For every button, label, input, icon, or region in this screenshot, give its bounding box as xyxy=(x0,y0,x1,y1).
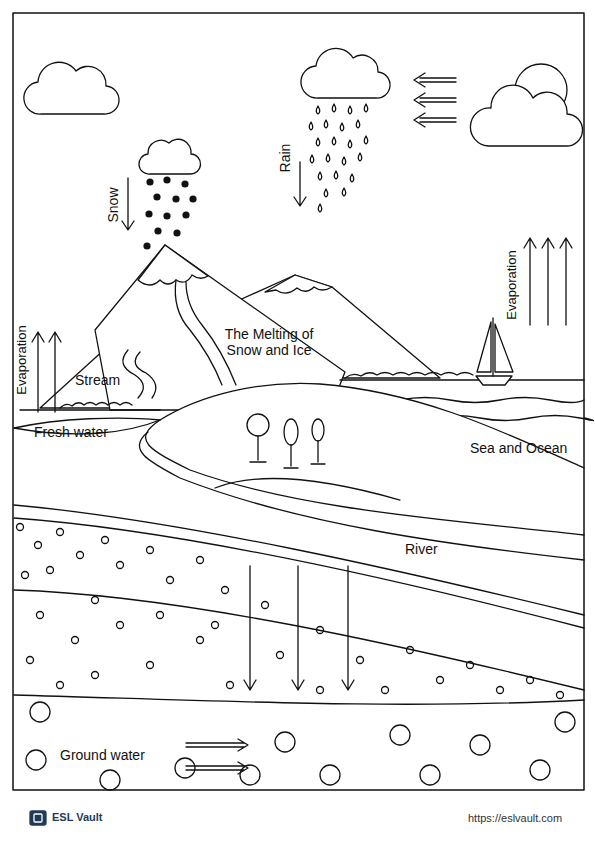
hills-and-river xyxy=(14,383,584,560)
source-url: https://eslvault.com xyxy=(468,812,562,825)
evaporation-label: Evaporation xyxy=(505,250,520,319)
brand-name: ESL Vault xyxy=(52,811,103,824)
sea-ocean-label: Sea and Ocean xyxy=(470,440,567,456)
snow-label: Snow xyxy=(105,187,121,222)
wind-arrows xyxy=(414,73,456,127)
melting-label: The Melting of Snow and Ice xyxy=(210,326,328,358)
snow-arrow xyxy=(122,178,134,230)
sailboat xyxy=(476,318,513,385)
footer-logo xyxy=(30,811,46,825)
frame xyxy=(13,13,584,790)
snow-flakes xyxy=(143,176,196,249)
stream-label: Stream xyxy=(75,372,120,388)
ground-stones xyxy=(26,702,575,790)
rain-label: Rain xyxy=(277,144,293,173)
trees xyxy=(247,414,325,468)
mountains xyxy=(40,245,440,410)
rain-drops xyxy=(309,104,368,212)
river-label: River xyxy=(405,541,438,557)
evaporation-label: Evaporation xyxy=(15,325,30,394)
infiltration-arrows xyxy=(244,566,354,690)
groundwater-arrows xyxy=(186,739,248,774)
fresh-water-label: Fresh water xyxy=(34,424,108,440)
evaporation-arrows xyxy=(32,238,572,412)
clouds xyxy=(24,48,583,174)
ground-water-label: Ground water xyxy=(60,747,145,763)
ground-layers xyxy=(14,505,584,704)
soil-pebbles xyxy=(17,524,564,699)
rain-arrow xyxy=(294,162,306,206)
